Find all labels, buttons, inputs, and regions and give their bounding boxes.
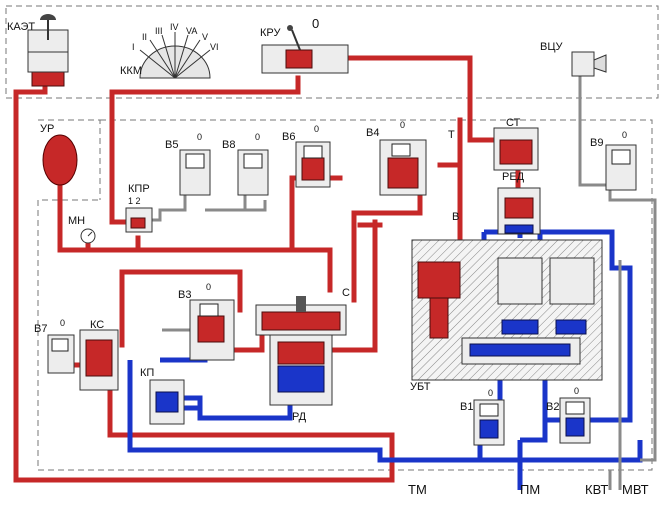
kkm-pos-4: IV	[170, 22, 179, 32]
mark-v2-0: 0	[574, 386, 579, 396]
kkm-pos-7: VI	[210, 42, 219, 52]
label-ur: УР	[40, 123, 54, 135]
valve-v9	[605, 144, 637, 191]
mark-v6-0: 0	[314, 124, 319, 134]
mark-v9-0: 0	[622, 130, 627, 140]
rd-valve	[255, 296, 347, 406]
label-kkm: ККМ	[120, 65, 142, 77]
control-lines	[150, 70, 657, 490]
label-kpr: КПР	[128, 183, 150, 195]
vcu-valve	[571, 51, 607, 77]
label-v2: В2	[546, 401, 559, 413]
label-mn: МН	[68, 215, 85, 227]
kkm-pos-5: VA	[186, 26, 197, 36]
valve-st	[493, 127, 539, 171]
kkm-controller	[139, 32, 211, 79]
label-ks: КС	[90, 319, 104, 331]
label-tm: ТМ	[408, 482, 427, 497]
main-frame	[37, 119, 653, 471]
label-v9: В9	[590, 137, 603, 149]
label-st: СТ	[506, 117, 521, 129]
label-v: В	[452, 211, 459, 223]
valve-v7	[47, 334, 75, 374]
label-vcu: ВЦУ	[540, 41, 563, 53]
label-ubt: УБТ	[410, 381, 431, 393]
mark-v7-0: 0	[60, 318, 65, 328]
label-v6: В6	[282, 131, 295, 143]
label-v8: В8	[222, 139, 235, 151]
mark-v4-0: 0	[400, 120, 405, 130]
label-v1: В1	[460, 401, 473, 413]
valve-v5	[179, 149, 211, 196]
kru-valve	[261, 25, 349, 74]
label-mvt: МВТ	[622, 482, 649, 497]
label-kpr-marks: 1 2	[128, 196, 141, 206]
mark-v1-0: 0	[488, 388, 493, 398]
kpr-valve	[125, 207, 153, 233]
label-kvt: КВТ	[585, 482, 608, 497]
label-c: С	[342, 287, 350, 299]
valve-v6	[295, 141, 331, 188]
kaet-valve	[27, 14, 69, 87]
label-kru-pos: 0	[312, 16, 319, 31]
label-kaet: КАЭТ	[7, 21, 35, 33]
ubt-block	[411, 239, 603, 381]
label-rd: РД	[292, 411, 307, 423]
kkm-pos-2: II	[142, 32, 147, 42]
label-pm: ПМ	[520, 482, 540, 497]
valve-v3	[189, 299, 235, 361]
valve-v2	[559, 397, 591, 444]
mark-v3-0: 0	[206, 282, 211, 292]
valve-v4	[379, 139, 427, 196]
valve-v1	[473, 399, 505, 446]
label-kp: КП	[140, 367, 154, 379]
mark-v8-0: 0	[255, 132, 260, 142]
kkm-pos-1: I	[132, 42, 135, 52]
ur-reservoir	[42, 134, 78, 186]
mark-v5-0: 0	[197, 132, 202, 142]
label-kru: КРУ	[260, 27, 282, 39]
label-v5: В5	[165, 139, 178, 151]
valve-v8	[237, 149, 269, 196]
label-red: РЕД	[502, 171, 525, 183]
label-v3: В3	[178, 289, 191, 301]
mn-gauge	[80, 228, 96, 244]
top-frame	[5, 5, 659, 99]
label-t: Т	[448, 129, 455, 141]
label-v7: В7	[34, 323, 47, 335]
valve-ks	[79, 329, 119, 391]
valve-kp	[149, 379, 185, 425]
kkm-pos-3: III	[155, 26, 163, 36]
label-v4: В4	[366, 127, 379, 139]
valve-red	[497, 187, 541, 235]
kkm-pos-6: V	[202, 32, 208, 42]
